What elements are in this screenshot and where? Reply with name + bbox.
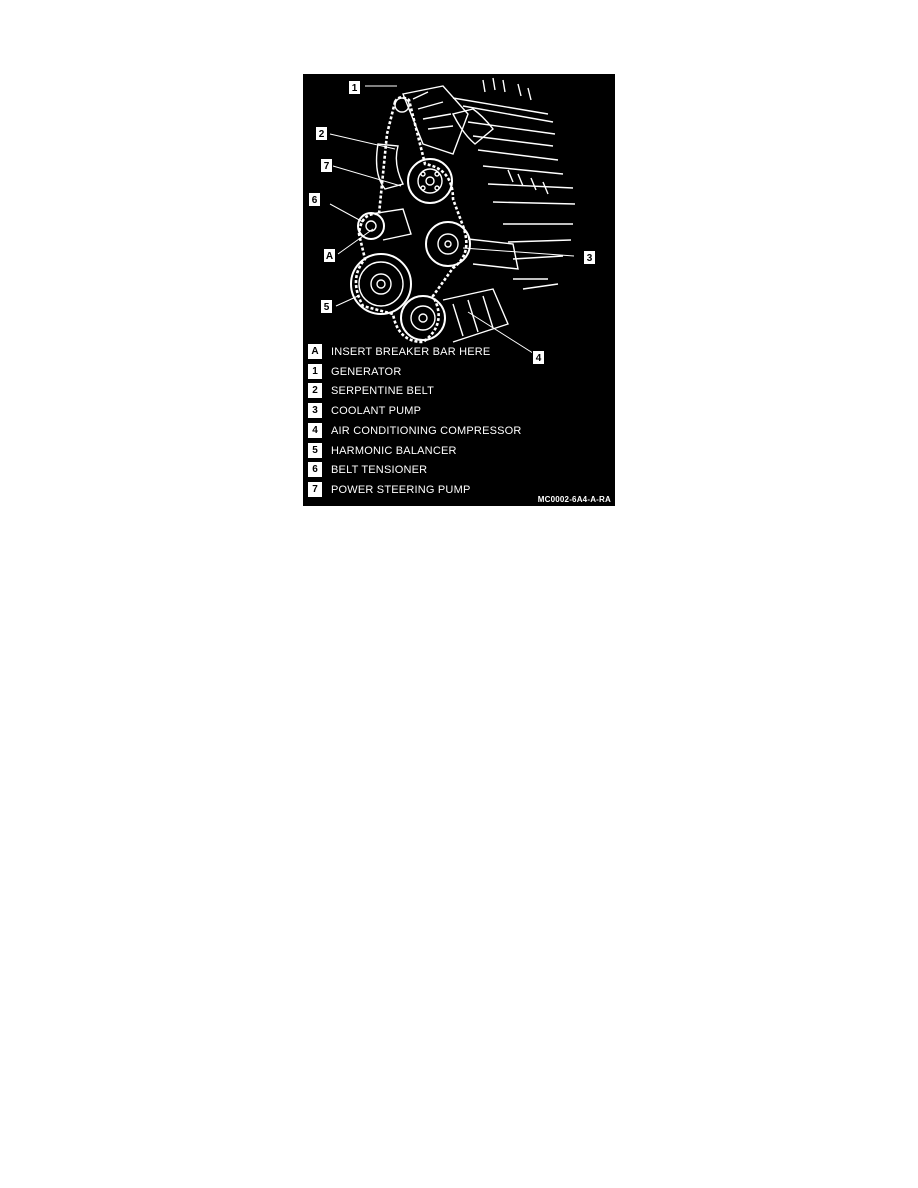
legend-label: COOLANT PUMP: [331, 405, 422, 418]
callout-1: 1: [348, 80, 361, 95]
callout-7: 7: [320, 158, 333, 173]
callout-2: 2: [315, 126, 328, 141]
engine-drawing: [329, 77, 576, 356]
legend-label: GENERATOR: [331, 365, 402, 378]
legend-key: 7: [308, 481, 322, 497]
legend-row-a: A INSERT BREAKER BAR HERE: [308, 344, 608, 360]
legend-row-6: 6 BELT TENSIONER: [308, 462, 608, 478]
spark-plug-towers: [482, 77, 549, 195]
callout-4: 4: [532, 350, 545, 365]
legend-key: 6: [308, 462, 322, 478]
coolant-pump-pulley: [425, 221, 519, 270]
legend-label: SERPENTINE BELT: [331, 385, 435, 398]
callout-5: 5: [320, 299, 333, 314]
generator: [402, 85, 469, 155]
harmonic-balancer: [350, 253, 412, 315]
callout-6: 6: [308, 192, 321, 207]
legend-key: 5: [308, 442, 322, 458]
legend-row-3: 3 COOLANT PUMP: [308, 403, 608, 419]
legend-label: POWER STEERING PUMP: [331, 483, 471, 496]
legend-key: 4: [308, 422, 322, 438]
ac-compressor: [400, 288, 509, 343]
serpentine-belt: [354, 96, 468, 344]
legend-row-2: 2 SERPENTINE BELT: [308, 383, 608, 399]
legend-row-5: 5 HARMONIC BALANCER: [308, 442, 608, 459]
engine-block-ribs: [452, 97, 576, 290]
legend-key: 1: [308, 363, 322, 379]
legend-key: 2: [308, 383, 322, 399]
power-steering-pump-pulley: [407, 158, 453, 204]
legend-row-7: 7 POWER STEERING PUMP: [308, 481, 608, 498]
power-steering-pump-body: [375, 143, 405, 190]
legend-label: INSERT BREAKER BAR HERE: [331, 346, 491, 358]
belt-tensioner: [357, 208, 412, 241]
legend-key: A: [308, 344, 322, 359]
engine-belt-diagram: 1 2 7 6 A 3 5 4 A INSERT BREAKER BAR HER…: [303, 74, 615, 506]
callout-a: A: [323, 248, 336, 263]
callout-3: 3: [583, 250, 596, 265]
legend-row-1: 1 GENERATOR: [308, 363, 608, 380]
legend-label: BELT TENSIONER: [331, 464, 428, 477]
valve-cover: [451, 108, 494, 145]
figure-code: MC0002-6A4-A-RA: [537, 495, 611, 504]
legend-label: HARMONIC BALANCER: [331, 444, 457, 457]
legend-key: 3: [308, 403, 322, 419]
legend-row-4: 4 AIR CONDITIONING COMPRESSOR: [308, 422, 608, 439]
leader-lines: [329, 85, 575, 356]
legend-label: AIR CONDITIONING COMPRESSOR: [331, 424, 522, 437]
